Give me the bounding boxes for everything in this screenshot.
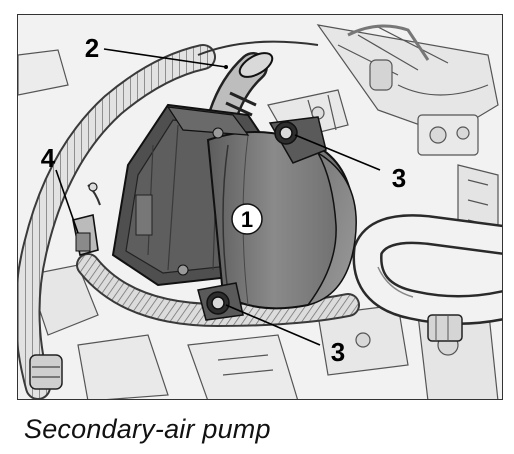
callout-badge-pump (231, 203, 263, 235)
figure-caption: Secondary-air pump (24, 414, 271, 444)
callout-label-pump: 1 (241, 207, 253, 232)
mounting-bracket (72, 182, 101, 257)
callout-label-bolt-lower: 3 (331, 337, 345, 367)
callout-label-hose: 2 (85, 33, 99, 63)
secondary-air-hose (208, 52, 274, 130)
engine-bay-illustration: 1 2 3 3 4 (17, 14, 503, 400)
leader-lines (55, 48, 381, 346)
mounting-bolt-upper (268, 116, 327, 164)
callout-label-bolt-upper: 3 (392, 163, 406, 193)
mounting-bolt-lower (197, 282, 244, 321)
callout-label-bracket: 4 (41, 143, 56, 173)
lower-right-connector (427, 314, 463, 342)
secondary-air-pump (111, 103, 357, 310)
hose-end-fitting (29, 354, 63, 390)
